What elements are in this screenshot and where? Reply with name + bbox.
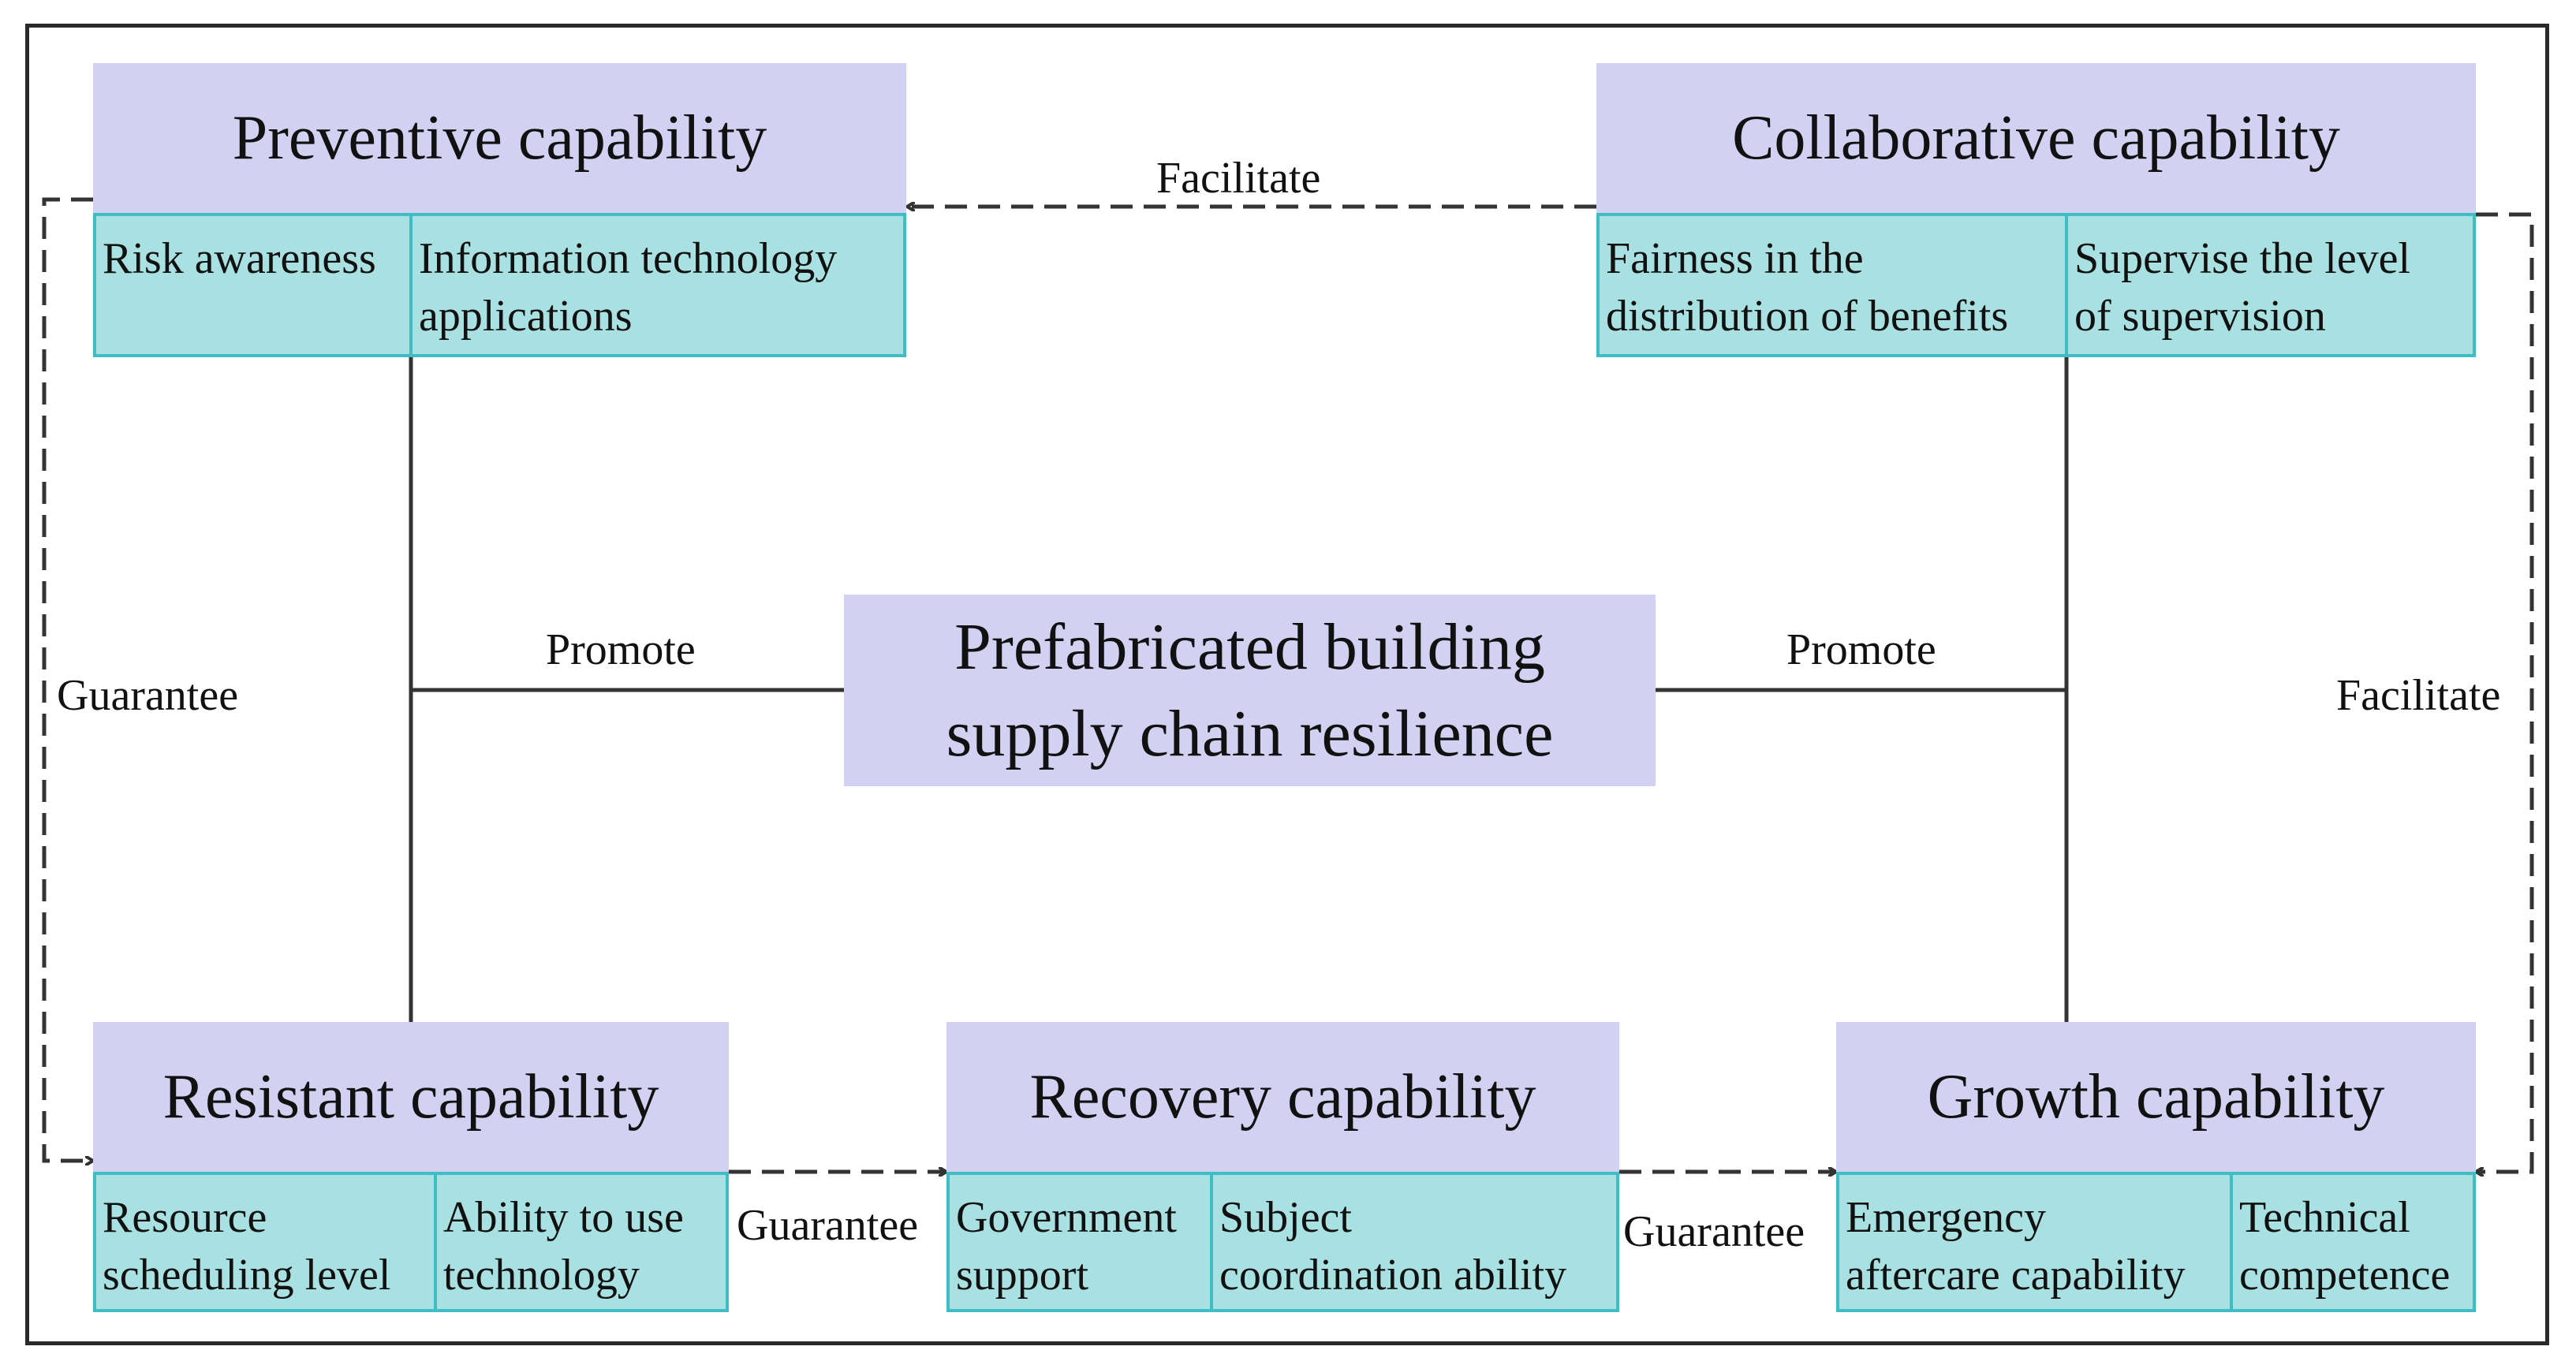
resistant-capability-box: Resistant capability Resource scheduling…: [93, 1022, 729, 1312]
preventive-capability-title: Preventive capability: [93, 63, 906, 213]
technical-competence-cell: Technical competence: [2230, 1172, 2476, 1312]
arrow-facilitate-right: [2476, 212, 2534, 1172]
subject-coordination-cell: Subject coordination ability: [1210, 1172, 1619, 1312]
promote-left-label: Promote: [546, 625, 696, 674]
emergency-aftercare-cell: Emergency aftercare capability: [1836, 1172, 2233, 1312]
resistant-capability-title: Resistant capability: [93, 1022, 729, 1172]
supply-chain-resilience-box: Prefabricated building supply chain resi…: [844, 595, 1656, 786]
risk-awareness-cell: Risk awareness: [93, 213, 413, 357]
guarantee-left-label: Guarantee: [57, 671, 239, 720]
resource-scheduling-cell: Resource scheduling level: [93, 1172, 437, 1312]
recovery-capability-box: Recovery capability Government support S…: [946, 1022, 1619, 1312]
government-support-cell: Government support: [946, 1172, 1213, 1312]
growth-capability-title: Growth capability: [1836, 1022, 2476, 1172]
ability-technology-cell: Ability to use technology: [434, 1172, 729, 1312]
growth-capability-box: Growth capability Emergency aftercare ca…: [1836, 1022, 2476, 1312]
fairness-benefits-cell: Fairness in the distribution of benefits: [1596, 213, 2068, 357]
facilitate-top-label: Facilitate: [1156, 154, 1321, 203]
collaborative-capability-title: Collaborative capability: [1596, 63, 2476, 213]
preventive-capability-box: Preventive capability Risk awareness Inf…: [93, 63, 906, 357]
recovery-capability-title: Recovery capability: [946, 1022, 1619, 1172]
information-technology-cell: Information technology applications: [409, 213, 906, 357]
promote-right-label: Promote: [1786, 625, 1936, 674]
guarantee-resistant-recovery-label: Guarantee: [737, 1201, 919, 1250]
collaborative-capability-box: Collaborative capability Fairness in the…: [1596, 63, 2476, 357]
supervision-level-cell: Supervise the level of supervision: [2065, 213, 2476, 357]
arrow-guarantee-left: [42, 197, 93, 1161]
facilitate-right-label: Facilitate: [2336, 671, 2501, 720]
diagram-frame: [25, 24, 2549, 1345]
guarantee-recovery-growth-label: Guarantee: [1623, 1207, 1805, 1256]
